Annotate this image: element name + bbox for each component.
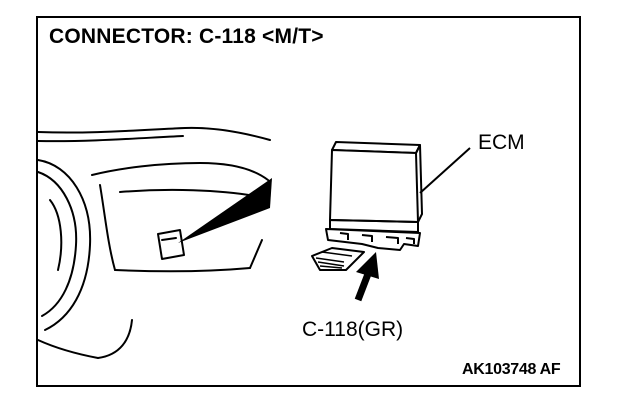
diagram-title: CONNECTOR: C-118 <M/T> (49, 25, 324, 48)
dashboard-drawing (37, 126, 271, 359)
figure-code: AK103748 AF (462, 361, 561, 378)
pointer-wedge (178, 178, 272, 243)
connector-arrow (354, 252, 379, 302)
ecm-label: ECM (478, 131, 525, 154)
ecm-leader-line (419, 147, 471, 194)
ecm-unit-drawing (311, 141, 423, 271)
connector-label: C-118(GR) (302, 318, 404, 341)
diagram-frame (36, 16, 581, 387)
